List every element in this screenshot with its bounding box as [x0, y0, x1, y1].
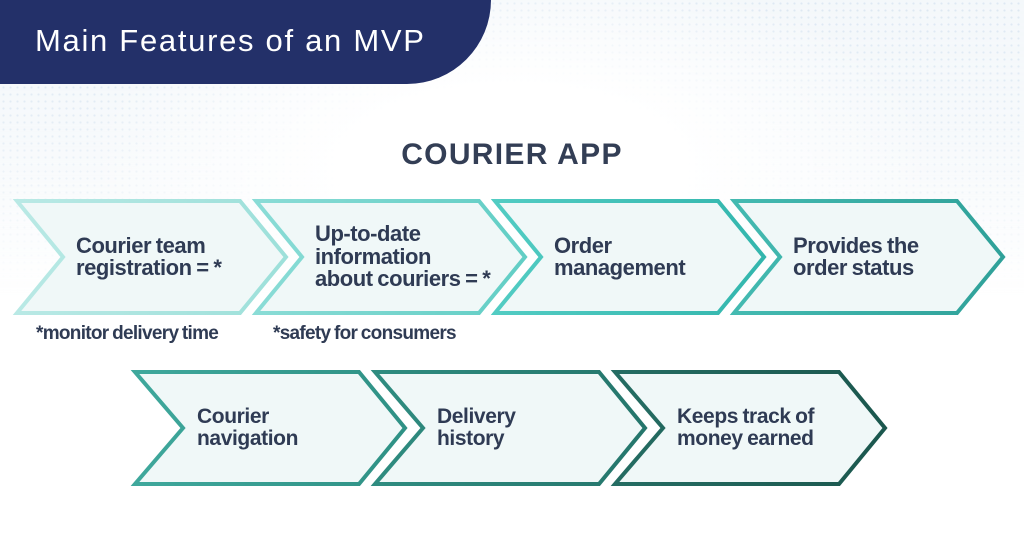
arrow-shape	[729, 199, 1006, 315]
arrow-label: Up-to-date information about couriers = …	[315, 221, 491, 292]
arrow-shape	[610, 370, 888, 486]
arrow-label: Provides the order status	[793, 232, 919, 280]
app-heading: COURIER APP	[401, 138, 623, 171]
arrow-label: Courier team registration = *	[76, 232, 222, 280]
arrow-shape	[251, 199, 528, 315]
arrow-shape	[12, 199, 289, 315]
header-banner: Main Features of an MVP	[0, 0, 491, 84]
page-title: Main Features of an MVP	[35, 23, 426, 58]
arrow-label: Delivery history	[437, 405, 516, 450]
arrow-label: Order management	[554, 232, 686, 280]
arrow-shape	[370, 370, 648, 486]
arrow-shape	[130, 370, 408, 486]
arrow-label: Keeps track of money earned	[677, 405, 815, 450]
arrow-shape	[490, 199, 767, 315]
footnote: *monitor delivery time	[36, 323, 219, 344]
arrow-label: Courier navigation	[197, 405, 299, 450]
footnote: *safety for consumers	[273, 323, 457, 344]
